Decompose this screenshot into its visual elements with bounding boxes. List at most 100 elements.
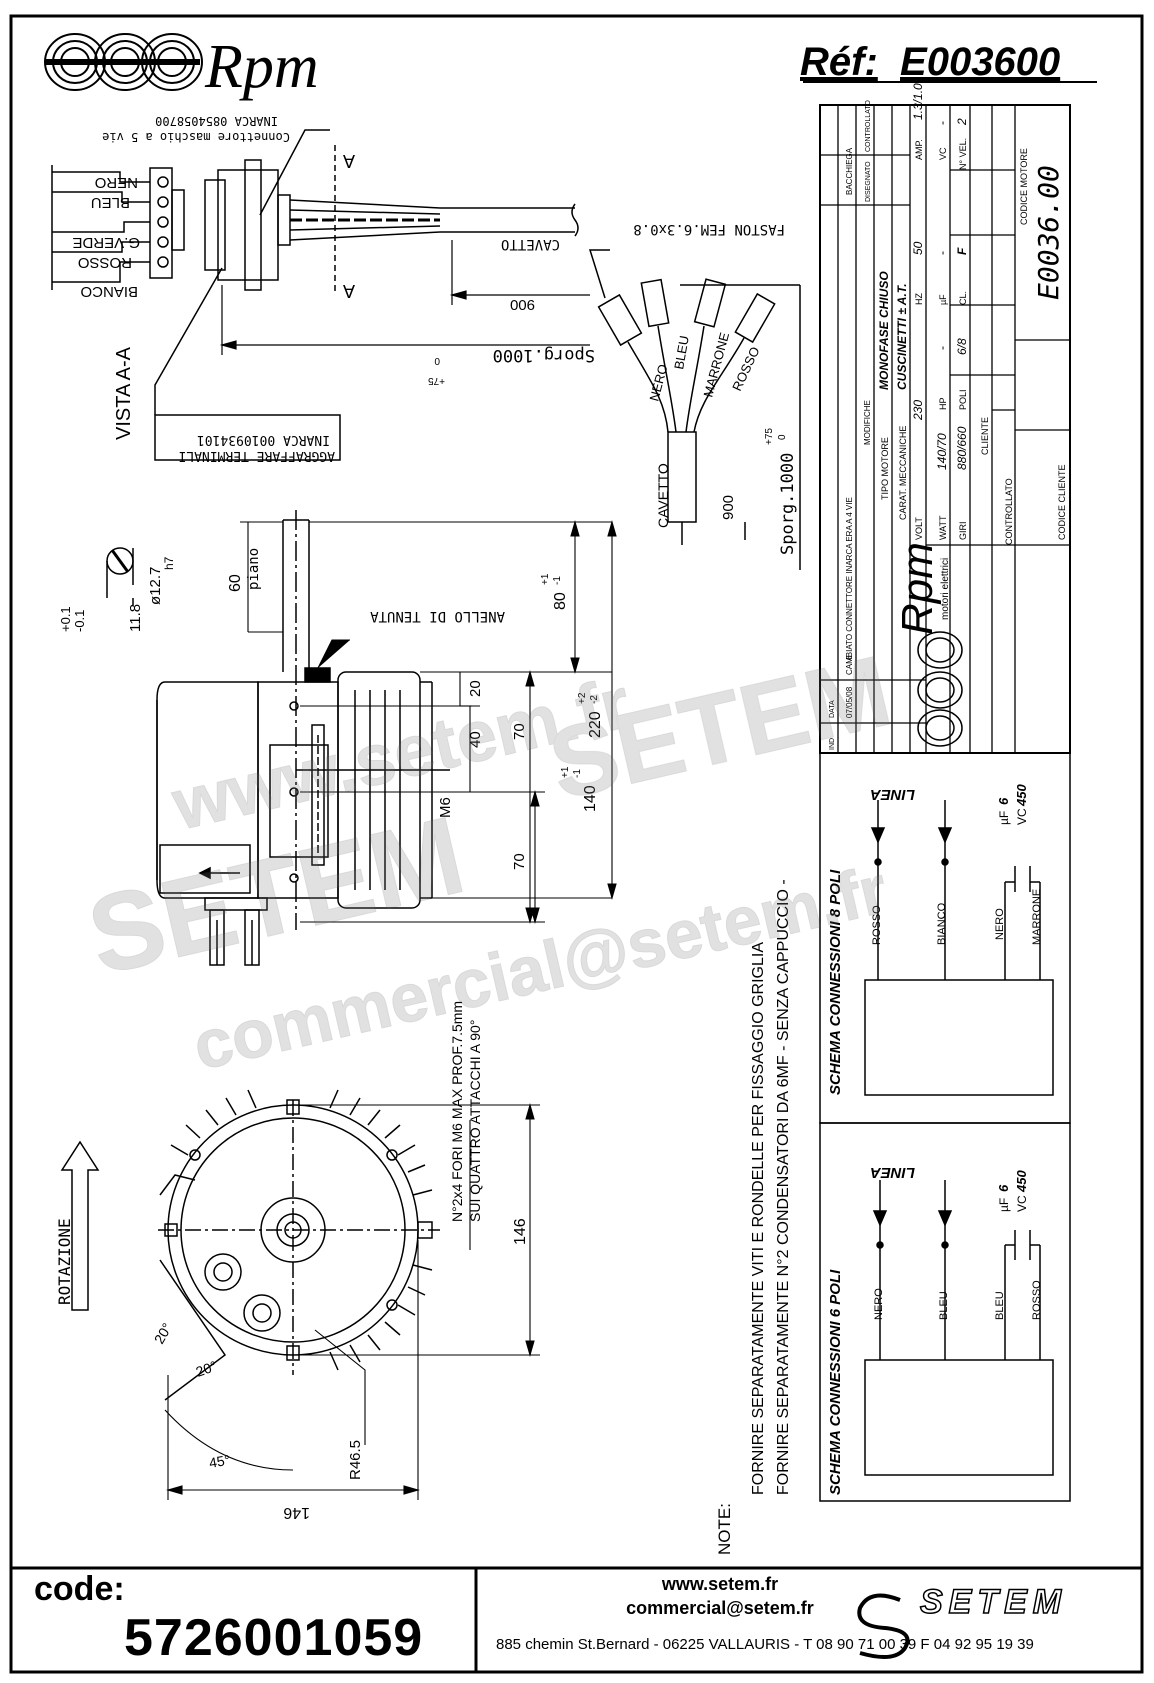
dim-146: 146 — [512, 1218, 529, 1245]
code-box: code: 5726001059 — [12, 1570, 476, 1670]
vc-label: VC — [1015, 1195, 1029, 1212]
dim-70: 70 — [511, 723, 528, 740]
linea-label: LINEA — [870, 786, 915, 803]
tb-label: POLI — [958, 389, 968, 410]
tb-value: F — [955, 247, 969, 255]
connector-label: Connettore maschio a 5 vie — [102, 130, 290, 144]
tb-logo-sub: motori elettrici — [940, 558, 951, 620]
tb-label: CARAT. MECCANICHE — [898, 426, 908, 520]
tb-value: 6/8 — [955, 338, 969, 355]
address: 885 chemin St.Bernard - 06225 VALLAURIS … — [496, 1636, 1034, 1653]
cable-label: CAVETTO — [655, 463, 671, 528]
tb-label: HP — [938, 397, 948, 410]
wire-label: BIANCO — [936, 902, 948, 945]
tb-value: 230 — [911, 400, 925, 421]
tb-value: - — [935, 251, 949, 255]
schema-title: SCHEMA CONNESSIONI 6 POLI — [827, 1269, 844, 1495]
tb-value: 140/70 — [935, 433, 949, 470]
tb-label: N° VEL. — [958, 138, 968, 170]
ref-label: Réf: — [800, 40, 878, 84]
setem-logo-text: SETEM — [919, 1582, 1068, 1622]
wire-label: NERO — [873, 1288, 885, 1320]
dim-146: 146 — [283, 1504, 310, 1521]
section-label: VISTA A-A — [113, 346, 135, 440]
wire-label: MARRONE — [1031, 889, 1043, 945]
tb-value: CUSCINETTI ± A.T. — [895, 283, 909, 390]
faston-wire: ROSSO — [729, 344, 762, 393]
tb-label: GIRI — [958, 521, 968, 540]
tb-label: CLIENTE — [980, 417, 990, 455]
title-block — [819, 104, 1071, 754]
shaft-h: h7 — [162, 556, 176, 570]
website-link[interactable]: www.setem.fr — [661, 1574, 779, 1594]
tb-label: TIPO MOTORE — [880, 437, 890, 500]
uf-value: 6 — [996, 797, 1011, 805]
flat-dim: 11.8 — [127, 604, 144, 632]
title-block-logo-icon — [917, 631, 963, 747]
email-link[interactable]: commercial@setem.fr — [626, 1598, 814, 1618]
tb-value: - — [935, 121, 949, 125]
tb-value: 50 — [911, 241, 925, 255]
tb-rev-modifiche: CAMBIATO CONNETTORE INARCA ERA A 4 VIE — [845, 497, 854, 675]
tb-codice-motore: E0036.00 — [1032, 165, 1065, 300]
dim-20: 20 — [467, 680, 484, 697]
tb-label: VC — [938, 147, 948, 160]
angle: 20° — [151, 1320, 175, 1346]
dim-tol: +75 — [764, 428, 775, 445]
tb-label: VOLT — [914, 517, 924, 540]
dim-900: 900 — [510, 296, 535, 313]
dim-tol: +1 — [540, 573, 551, 585]
faston-wire: NERO — [646, 363, 670, 403]
dim-900: 900 — [720, 495, 737, 520]
radius-label: R46.5 — [347, 1440, 364, 1480]
dim-tol: 0 — [777, 434, 788, 440]
dim-tol: -2 — [589, 695, 600, 704]
tb-label: CL. — [958, 291, 968, 305]
code-label: code: — [34, 1570, 125, 1608]
angle: 45° — [208, 1452, 232, 1471]
dim-40: 40 — [467, 731, 484, 748]
tb-header: DATA — [829, 700, 836, 718]
shaft-dia: ø12.7 — [147, 567, 164, 605]
dim-sporg: Sporg.1000 — [778, 453, 798, 555]
tb-value: 1.3/1.0 — [911, 83, 925, 120]
tb-label: µF — [938, 294, 948, 305]
wire-label: ROSSO — [871, 905, 883, 945]
tb-bacchiega: BACCHIEGA — [845, 147, 854, 195]
sheet-border — [9, 14, 1144, 1674]
watermark-text: SETEM — [540, 635, 901, 822]
rpm-logo-icon — [44, 33, 203, 91]
wire-label: G.VERDE — [72, 234, 140, 251]
tb-label: AMP. — [914, 139, 924, 160]
vc-value: 450 — [1014, 784, 1029, 807]
flat-tol: +0.1 — [58, 606, 73, 632]
wire-label: BIANCO — [80, 283, 138, 300]
wire-label: NERO — [95, 174, 138, 191]
tb-label: HZ — [914, 293, 924, 305]
schema-8-poli-diagram — [864, 800, 1054, 1096]
faston-wires — [588, 249, 801, 570]
tb-header: IND — [829, 738, 836, 750]
holes-label: N°2x4 FORI M6 MAX PROF.7.5mm — [449, 1001, 465, 1222]
dim-80: 80 — [552, 592, 569, 610]
terminal-code: INARCA 0010934101 — [197, 432, 330, 447]
vc-label: VC — [1015, 808, 1029, 825]
angle: 20° — [194, 1358, 219, 1380]
dim-tol: +75 — [428, 375, 445, 386]
wire-label: BLEU — [91, 194, 130, 211]
connector-code: INARCA 0854058700 — [155, 114, 278, 128]
wire-label: NERO — [994, 908, 1006, 940]
code-value: 5726001059 — [124, 1609, 424, 1667]
terminal-label: AGGRAFFARE TERMINALI — [178, 448, 335, 463]
motor-side-view — [106, 510, 450, 966]
tb-value: - — [935, 346, 949, 350]
linea-label: LINEA — [870, 1164, 915, 1181]
tb-value: 880/660 — [955, 426, 969, 470]
reference: Réf: E003600 — [800, 40, 1060, 85]
tb-logo-brand: Rpm — [893, 542, 942, 635]
tb-header: CONTROLLATO — [865, 100, 872, 152]
section-mark: A — [343, 151, 355, 171]
tb-header: DISEGNATO — [865, 161, 872, 202]
cable-label: CAVETTO — [501, 236, 560, 252]
